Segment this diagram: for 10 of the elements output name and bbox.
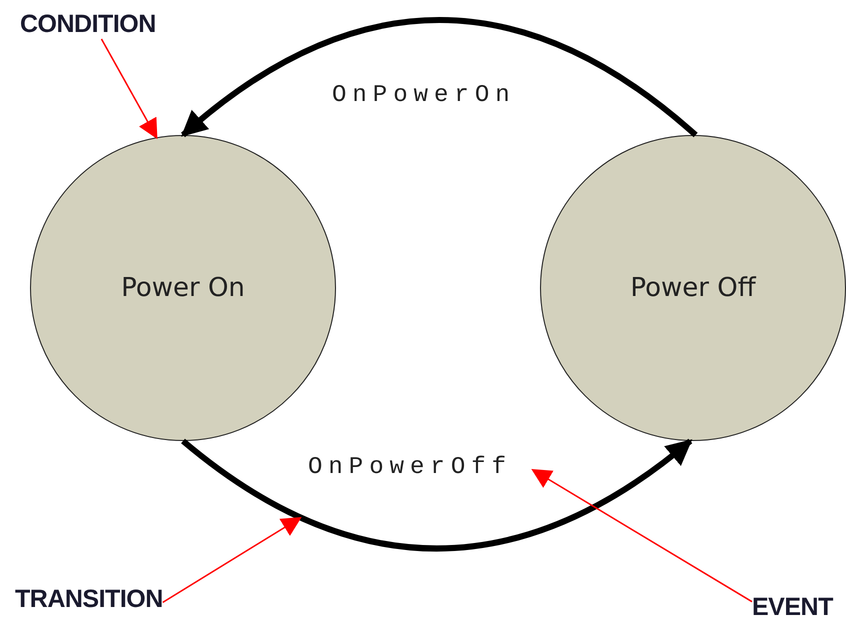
leader-line	[531, 468, 752, 602]
transition-arrow	[181, 438, 692, 552]
state-name: Power Off	[630, 273, 756, 303]
leader-line	[162, 516, 302, 604]
annotation-label: EVENT	[752, 593, 833, 622]
transition-arrow	[181, 17, 698, 138]
state-name: Power On	[121, 273, 245, 303]
annotation-label: CONDITION	[20, 10, 156, 39]
leader-line	[100, 38, 158, 140]
annotation-label: TRANSITION	[15, 585, 163, 614]
